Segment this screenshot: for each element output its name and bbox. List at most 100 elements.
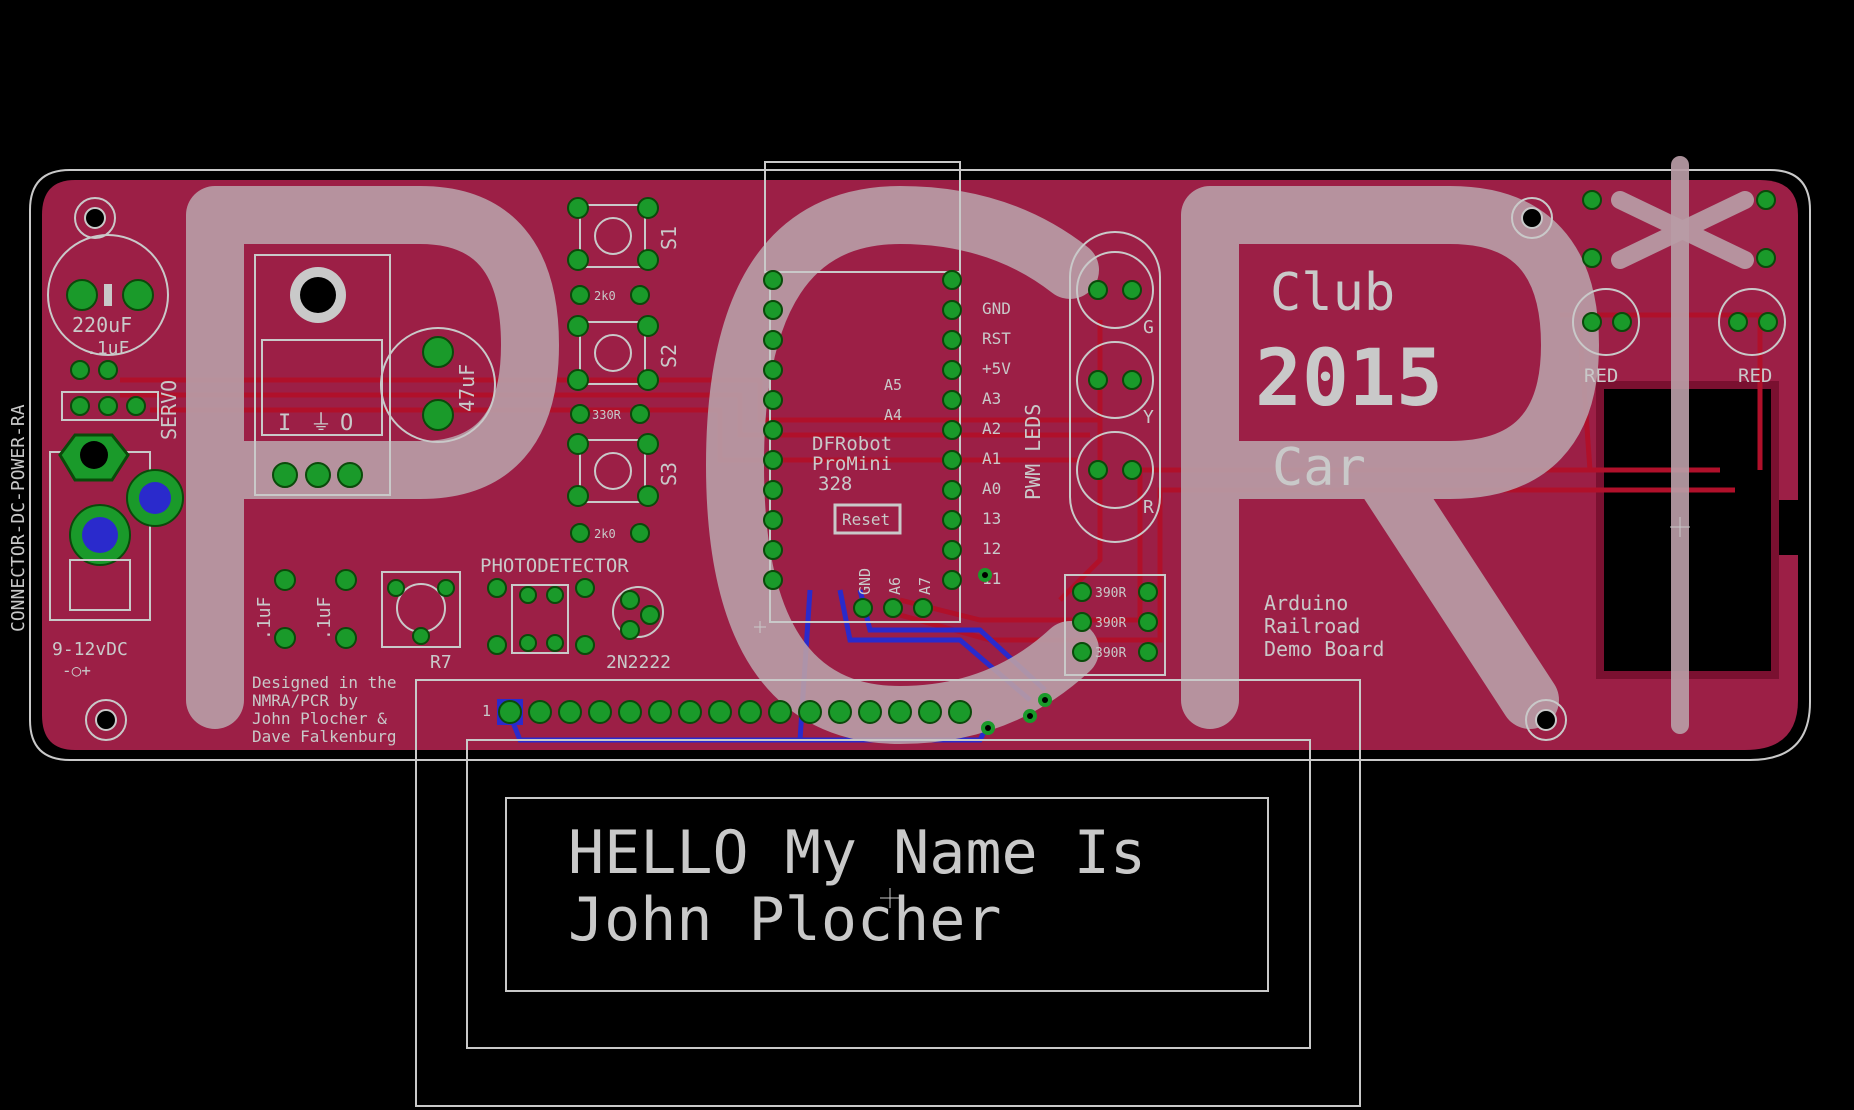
lcd-header-pin xyxy=(588,700,612,724)
reg-pin-out: O xyxy=(340,411,353,436)
s3-label: S3 xyxy=(657,462,681,486)
resistor-bank-390[interactable] xyxy=(1064,574,1166,676)
lcd-header-pin xyxy=(618,700,642,724)
pin-a3: A3 xyxy=(982,389,1001,408)
res390-1: 390R xyxy=(1095,586,1126,601)
pwm-leds-label: PWM LEDS xyxy=(1021,404,1045,500)
red-label-left: RED xyxy=(1584,365,1618,387)
pin-a1: A1 xyxy=(982,449,1001,468)
pin-bottom-a7: A7 xyxy=(916,577,934,595)
s2-label: S2 xyxy=(657,344,681,368)
board-fill xyxy=(42,180,1798,750)
reset-label: Reset xyxy=(842,510,890,529)
reset-button[interactable]: Reset xyxy=(833,503,902,535)
servo-header[interactable] xyxy=(61,360,159,421)
red-led-right[interactable] xyxy=(1718,190,1786,356)
res-label-1: 2k0 xyxy=(594,289,616,303)
red-label-right: RED xyxy=(1738,365,1772,387)
cap-47-label: 47uF xyxy=(455,364,479,412)
designed-line-4: Dave Falkenburg xyxy=(252,727,397,746)
promini-module[interactable] xyxy=(764,161,961,623)
pin-gnd: GND xyxy=(982,299,1011,318)
photodetector[interactable] xyxy=(487,578,595,655)
mounting-holes xyxy=(74,197,1567,741)
lcd-header-pin xyxy=(528,700,552,724)
lcd-header-pin xyxy=(648,700,672,724)
capacitor-220uf[interactable] xyxy=(47,234,169,356)
switch-s1[interactable] xyxy=(567,197,659,271)
designed-line-1: Designed in the xyxy=(252,673,397,692)
res-label-2: 330R xyxy=(592,408,622,422)
capacitor-small-b[interactable] xyxy=(335,569,357,649)
power-polarity: -○+ xyxy=(62,661,91,680)
resistor-row-1[interactable] xyxy=(570,285,650,305)
servo-label: SERVO xyxy=(157,380,181,440)
trimmer-r7[interactable] xyxy=(381,571,461,648)
lcd-header-pins[interactable] xyxy=(497,699,972,725)
res390-2: 390R xyxy=(1095,616,1126,631)
s1-label: S1 xyxy=(657,226,681,250)
pin-a5: A5 xyxy=(884,376,902,394)
res390-3: 390R xyxy=(1095,646,1126,661)
r7-label: R7 xyxy=(430,652,452,673)
lcd-header-pin xyxy=(768,700,792,724)
dc-jack[interactable] xyxy=(49,433,184,621)
designed-line-2: NMRA/PCR by xyxy=(252,691,358,710)
resistor-row-3[interactable] xyxy=(570,523,650,543)
photodetector-label: PHOTODETECTOR xyxy=(480,555,629,577)
vias xyxy=(978,568,1052,735)
cap-220-label: 220uF xyxy=(72,313,132,337)
capacitor-small-a[interactable] xyxy=(274,569,296,649)
module-bottom-pins xyxy=(853,598,933,618)
pin-a0: A0 xyxy=(982,479,1001,498)
designed-line-3: John Plocher & xyxy=(252,709,387,728)
lcd-header-pin xyxy=(828,700,852,724)
lcd-header-pin xyxy=(498,700,522,724)
lcd-header-pin xyxy=(888,700,912,724)
led-label-r: R xyxy=(1143,497,1154,518)
lcd-line-2: John Plocher xyxy=(568,885,1001,955)
led-label-y: Y xyxy=(1143,407,1154,428)
arduino-line-1: Arduino xyxy=(1264,591,1348,615)
car-text: Car xyxy=(1272,438,1366,498)
lcd-header-pin xyxy=(948,700,972,724)
module-line-2: ProMini xyxy=(812,453,892,475)
transistor-2n2222[interactable] xyxy=(612,586,664,640)
red-led-left[interactable] xyxy=(1572,190,1640,356)
switch-s3[interactable] xyxy=(567,433,659,507)
res-label-3: 2k0 xyxy=(594,527,616,541)
cap-small-a-label: .1uF xyxy=(254,597,275,640)
club-text: Club xyxy=(1270,263,1395,323)
lcd-header-pin xyxy=(858,700,882,724)
pin-13: 13 xyxy=(982,509,1001,528)
lcd-header-pin xyxy=(558,700,582,724)
capacitor-47uf[interactable] xyxy=(380,327,496,443)
reg-pin-gnd: ⏚ xyxy=(310,411,332,436)
lcd-line-1: HELLO My Name Is xyxy=(568,818,1146,888)
pin-12: 12 xyxy=(982,539,1001,558)
pin-5v: +5V xyxy=(982,359,1011,378)
pin-a2: A2 xyxy=(982,419,1001,438)
lcd-header-pin xyxy=(708,700,732,724)
lcd-header-pin xyxy=(918,700,942,724)
header-pin1-label: 1 xyxy=(482,702,491,720)
lcd-header-pin xyxy=(738,700,762,724)
transistor-label: 2N2222 xyxy=(606,652,671,673)
lcd-header-pin xyxy=(798,700,822,724)
module-line-3: 328 xyxy=(818,473,852,495)
led-label-g: G xyxy=(1143,317,1154,338)
switch-s2[interactable] xyxy=(567,315,659,391)
arduino-line-2: Railroad xyxy=(1264,614,1360,638)
lcd-header-pin xyxy=(678,700,702,724)
pin-bottom-a6: A6 xyxy=(886,577,904,595)
cap-small-b-label: .1uF xyxy=(314,597,335,640)
pin-a4: A4 xyxy=(884,406,902,424)
resistor-row-2[interactable] xyxy=(570,404,650,424)
reg-pin-in: I xyxy=(278,411,291,436)
pin-rst: RST xyxy=(982,329,1011,348)
pin-bottom-gnd: GND xyxy=(856,568,874,595)
module-left-pins xyxy=(763,270,783,590)
signal-leds[interactable] xyxy=(1069,231,1161,543)
connector-label: CONNECTOR-DC-POWER-RA xyxy=(8,404,29,632)
